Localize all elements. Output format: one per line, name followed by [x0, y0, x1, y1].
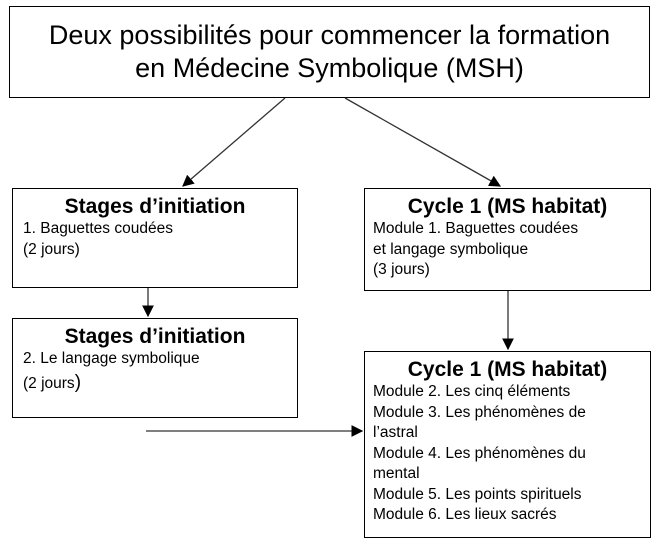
stage-2-duration-text: (2 jours	[23, 374, 75, 392]
cycle-1a-duration: (3 jours)	[373, 261, 430, 278]
stage-initiation-1-box: Stages d’initiation 1. Baguettes coudées…	[12, 188, 298, 288]
title-box: Deux possibilités pour commencer la form…	[9, 6, 650, 98]
stage-2-duration-paren: )	[74, 371, 82, 393]
title-line-2: en Médecine Symbolique (MSH)	[135, 53, 524, 83]
module-4-line: Module 4. Les phénomènes du	[373, 444, 586, 462]
stage-2-heading: Stages d’initiation	[64, 325, 246, 348]
module-3-line-cont: l’astral	[373, 424, 418, 441]
stage-initiation-2-box: Stages d’initiation 2. Le langage symbol…	[12, 318, 298, 418]
stage-2-duration: (2 jours)	[23, 371, 297, 395]
cycle-1b-heading: Cycle 1 (MS habitat)	[407, 358, 608, 381]
module-3-line: Module 3. Les phénomènes de	[373, 403, 586, 421]
cycle-1-module-1-box: Cycle 1 (MS habitat) Module 1. Baguettes…	[364, 188, 651, 291]
module-6-line: Module 6. Les lieux sacrés	[373, 506, 557, 523]
diagram-title: Deux possibilités pour commencer la form…	[49, 19, 610, 85]
cycle-1-modules-box: Cycle 1 (MS habitat) Module 2. Les cinq …	[364, 351, 651, 538]
arrow-title-to-cycle1a	[344, 97, 502, 187]
stage-1-heading: Stages d’initiation	[64, 195, 246, 218]
stage-1-line: 1. Baguettes coudées	[23, 220, 173, 237]
title-line-1: Deux possibilités pour commencer la form…	[48, 20, 611, 50]
arrow-title-to-stage1	[182, 97, 286, 187]
stage-2-line: 2. Le langage symbolique	[23, 350, 200, 367]
cycle-1a-line-1: Module 1. Baguettes coudées	[373, 220, 579, 237]
stage-1-duration: (2 jours)	[23, 240, 80, 258]
module-4-line-cont: mental	[373, 465, 420, 482]
module-2-line: Module 2. Les cinq éléments	[373, 383, 571, 400]
module-5-line: Module 5. Les points spirituels	[373, 485, 582, 503]
cycle-1a-line-2: et langage symbolique	[373, 240, 529, 258]
cycle-1a-heading: Cycle 1 (MS habitat)	[407, 195, 608, 218]
